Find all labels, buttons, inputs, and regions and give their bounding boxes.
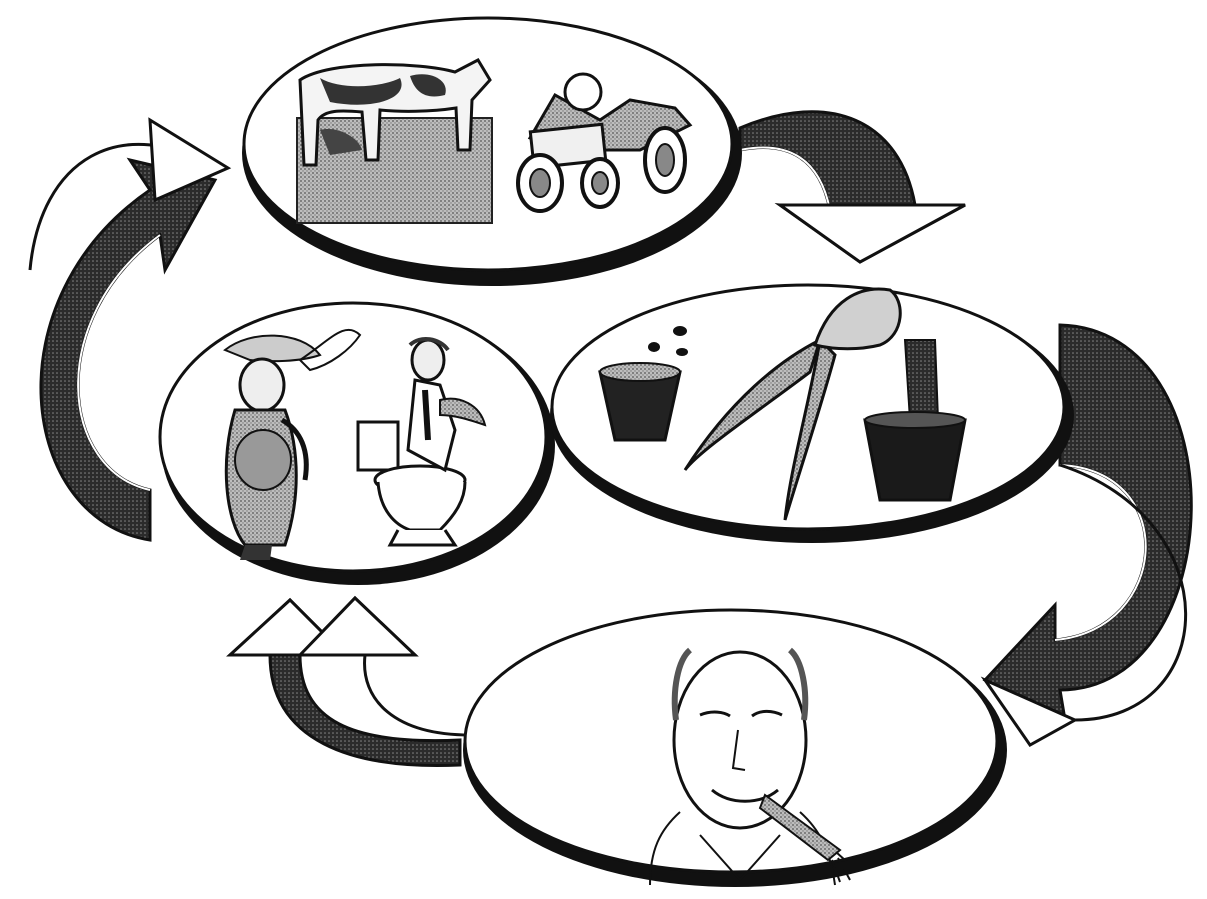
node-waste bbox=[160, 303, 555, 585]
node-farm bbox=[242, 18, 742, 286]
node-garden bbox=[550, 285, 1074, 543]
node-consumer bbox=[463, 610, 1007, 887]
arrow-consumer-to-waste bbox=[230, 598, 470, 766]
flower-pot-icon bbox=[600, 363, 680, 440]
arrow-farm-to-garden bbox=[740, 112, 965, 262]
cow-icon bbox=[297, 60, 492, 223]
